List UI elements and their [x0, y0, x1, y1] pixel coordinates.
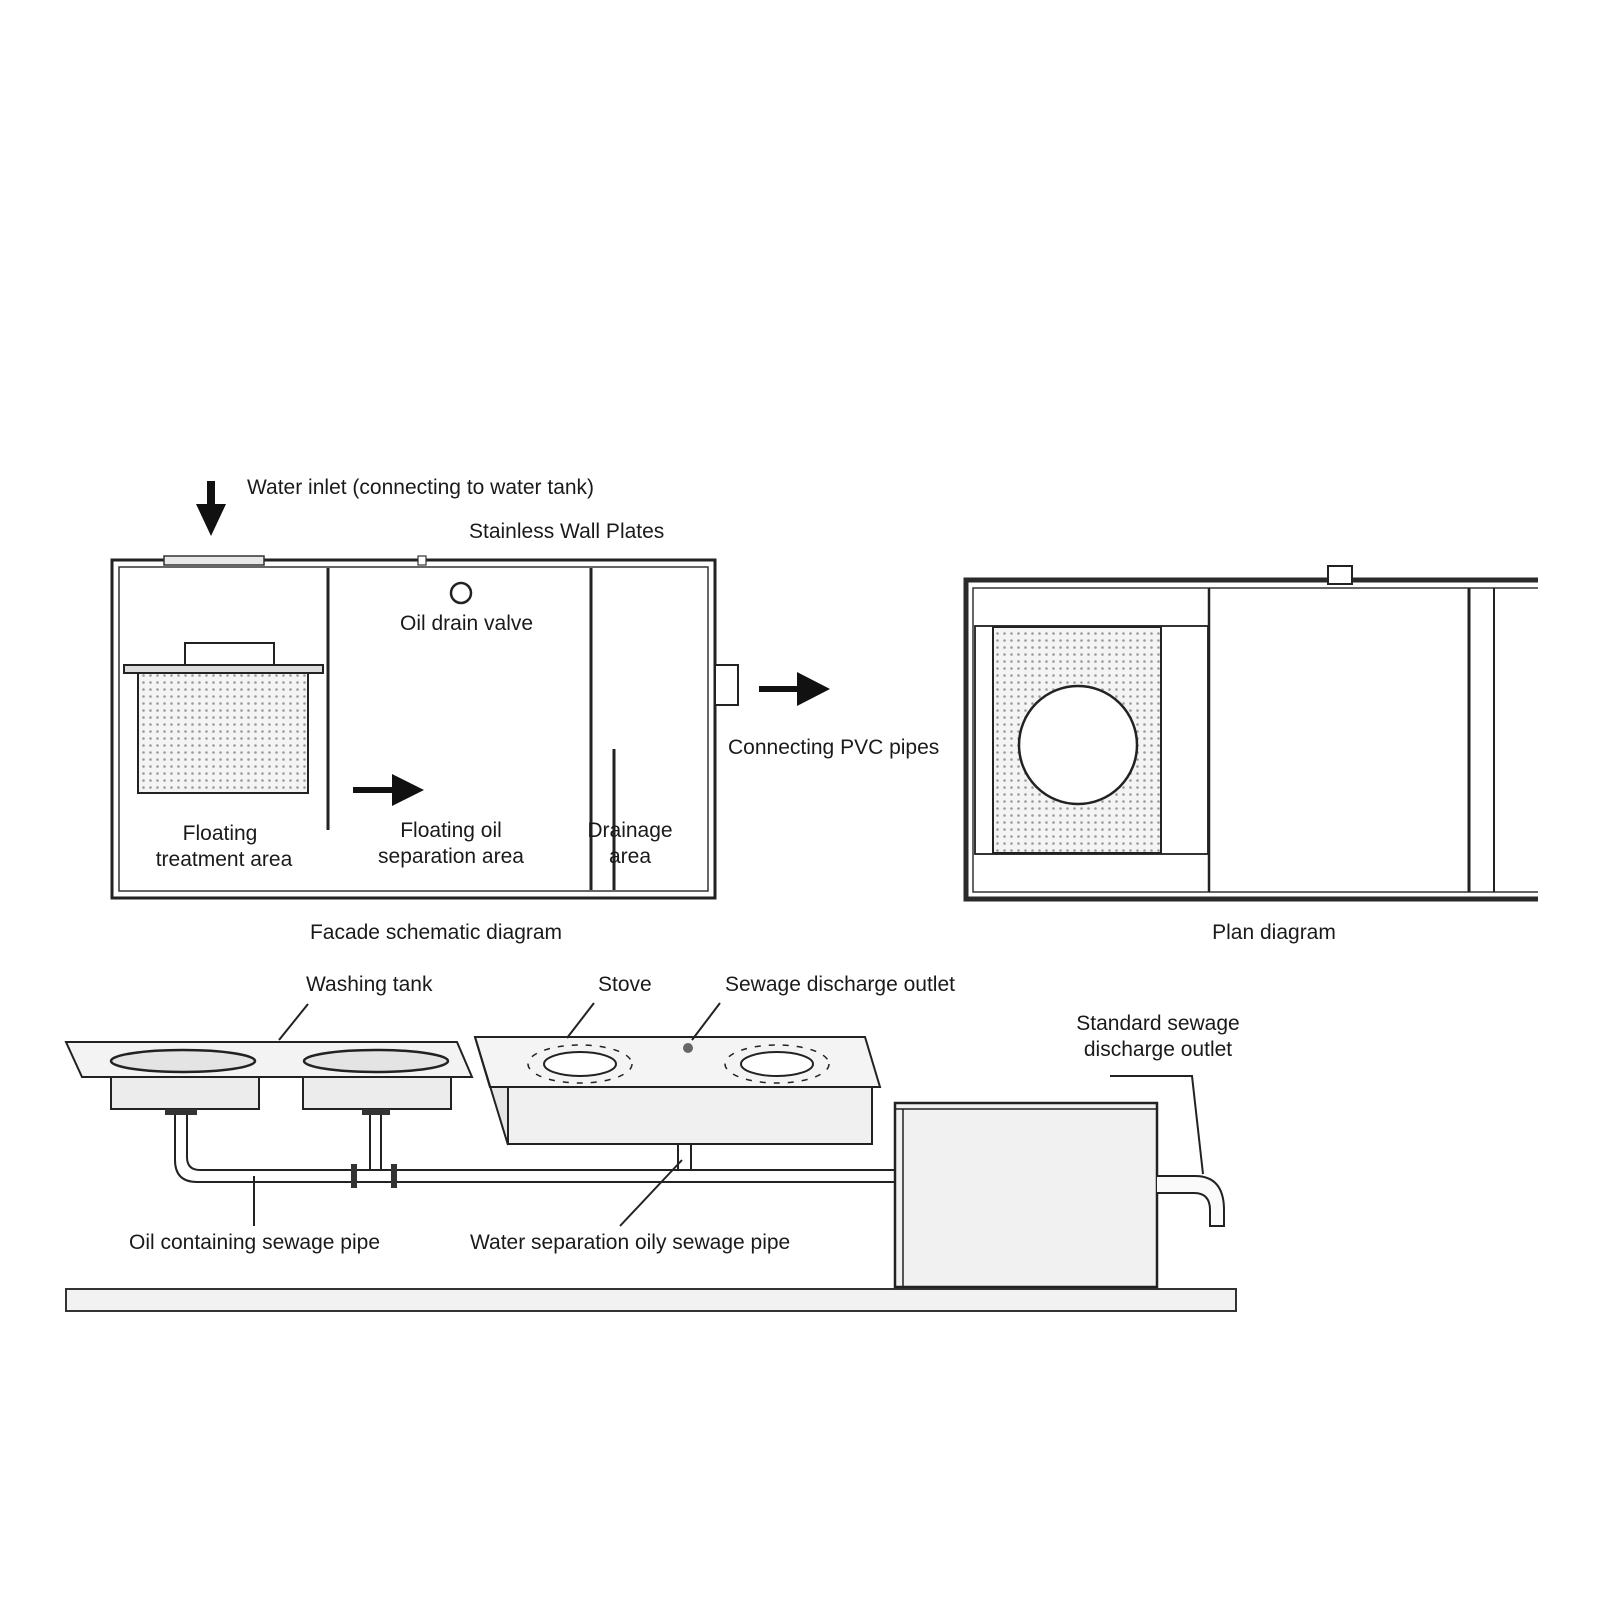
sewage-outlet-dot-icon: [683, 1043, 693, 1053]
pvc-pipes-label: Connecting PVC pipes: [728, 736, 939, 759]
burner-left-icon: [527, 1044, 633, 1084]
facade-schematic: Water inlet (connecting to water tank) S…: [110, 476, 939, 944]
burner-right-icon: [724, 1044, 830, 1084]
oil-drain-valve-label: Oil drain valve: [400, 612, 533, 635]
stove: [473, 1036, 882, 1146]
washing-tank: [64, 1041, 474, 1110]
wall-plates-label: Stainless Wall Plates: [469, 520, 664, 543]
floating-basket: [123, 642, 324, 794]
plan-diagram: Plan diagram: [963, 565, 1538, 944]
sewage-pipes: [165, 1109, 895, 1188]
plan-filter-circle: [1017, 684, 1139, 806]
washing-tank-label: Washing tank: [306, 973, 433, 996]
drainage-label-1: Drainage: [587, 819, 672, 842]
floor: [65, 1288, 1237, 1312]
water-inlet-label: Water inlet (connecting to water tank): [247, 476, 594, 499]
floating-oil-label-1: Floating oil: [400, 819, 502, 842]
drainage-label-2: area: [609, 845, 651, 868]
standard-outlet-label-2: discharge outlet: [1084, 1038, 1232, 1061]
inlet-plate: [163, 555, 265, 566]
sewage-outlet-label: Sewage discharge outlet: [725, 973, 955, 996]
oil-pipe-label: Oil containing sewage pipe: [129, 1231, 380, 1254]
pvc-outlet-stub: [714, 664, 739, 706]
plan-caption: Plan diagram: [1212, 921, 1336, 944]
floating-treatment-label-2: treatment area: [156, 848, 293, 871]
outlet-pipe: [1157, 1175, 1225, 1227]
facade-caption: Facade schematic diagram: [310, 921, 562, 944]
water-sep-pipe-label: Water separation oily sewage pipe: [470, 1231, 790, 1254]
outlet-arrow-icon: [759, 672, 830, 706]
plan-outline: [963, 577, 1538, 902]
separator-box: [893, 1101, 1225, 1289]
stove-label: Stove: [598, 973, 652, 996]
floating-oil-label-2: separation area: [378, 845, 524, 868]
floating-treatment-label-1: Floating: [183, 822, 258, 845]
plan-top-nub: [1327, 565, 1353, 585]
flow-arrow-icon: [353, 774, 424, 806]
water-inlet-arrow-icon: [196, 481, 226, 536]
oil-drain-valve-icon: [449, 581, 473, 605]
installation-diagram: Washing tank Stove Sewage discharge outl…: [64, 973, 1240, 1312]
standard-outlet-label-1: Standard sewage: [1076, 1012, 1239, 1035]
